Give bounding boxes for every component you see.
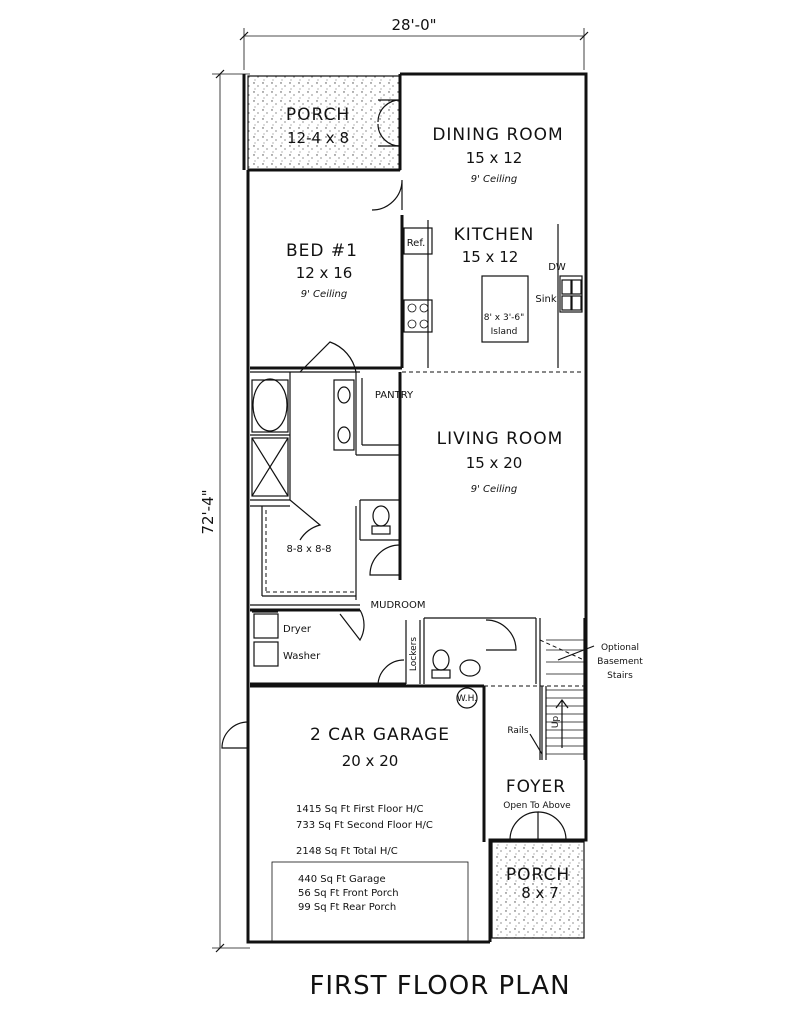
rear-porch-name: PORCH <box>286 105 350 125</box>
bed1-name: BED #1 <box>286 241 358 261</box>
dining-room-ceiling: 9' Ceiling <box>471 174 517 185</box>
vanity <box>333 379 355 451</box>
rails-leader <box>529 733 543 755</box>
garage-door-outline <box>271 861 469 943</box>
area-front-porch: 56 Sq Ft Front Porch <box>298 888 399 899</box>
pantry-label: PANTRY <box>375 390 414 401</box>
front-porch-size: 8 x 7 <box>521 884 559 902</box>
rear-porch-size: 12-4 x 8 <box>287 129 349 147</box>
width-dimension-line <box>239 28 589 70</box>
kitchen-size: 15 x 12 <box>462 248 519 266</box>
depth-dimension-line <box>212 69 250 953</box>
island-label: Island <box>491 327 518 337</box>
dryer-label: Dryer <box>283 624 312 635</box>
bed1-ceiling: 9' Ceiling <box>301 289 347 300</box>
stairs-up-label: Up <box>551 716 561 729</box>
basement-note-line2: Basement <box>597 657 643 667</box>
front-porch-area <box>491 841 585 939</box>
living-room-name: LIVING ROOM <box>437 429 564 449</box>
foyer-name: FOYER <box>506 777 566 797</box>
kitchen-fixtures <box>403 220 583 368</box>
bed1-size: 12 x 16 <box>296 264 353 282</box>
living-room-ceiling: 9' Ceiling <box>471 484 517 495</box>
garage-size: 20 x 20 <box>342 752 399 770</box>
foyer-note: Open To Above <box>503 801 571 811</box>
bath-fixtures <box>251 378 355 497</box>
closet-size: 8-8 x 8-8 <box>287 544 332 555</box>
basement-note-line1: Optional <box>601 643 639 653</box>
garage-name: 2 CAR GARAGE <box>310 725 450 745</box>
toilet-1 <box>371 505 391 535</box>
water-heater <box>456 687 478 709</box>
basement-note-leader <box>557 645 595 661</box>
plan-title: FIRST FLOOR PLAN <box>309 971 570 1001</box>
water-heater-label: W.H. <box>457 694 477 704</box>
bathtub <box>252 378 288 432</box>
toilet-2 <box>431 649 451 679</box>
powder-sink <box>459 659 481 677</box>
lockers-label: Lockers <box>409 637 419 671</box>
rails-label: Rails <box>507 726 529 736</box>
area-rear-porch: 99 Sq Ft Rear Porch <box>298 902 396 913</box>
shower <box>251 437 289 497</box>
front-porch-name: PORCH <box>506 865 570 885</box>
area-total: 2148 Sq Ft Total H/C <box>296 846 398 857</box>
area-garage: 440 Sq Ft Garage <box>298 874 386 885</box>
width-dimension: 28'-0" <box>391 16 436 34</box>
area-second-floor: 733 Sq Ft Second Floor H/C <box>296 820 433 831</box>
stairs <box>541 639 584 760</box>
basement-note-line3: Stairs <box>607 671 633 681</box>
living-room-size: 15 x 20 <box>466 454 523 472</box>
dining-room-size: 15 x 12 <box>466 149 523 167</box>
interior-walls <box>250 215 585 842</box>
island-size-label: 8' x 3'-6" <box>484 313 525 323</box>
area-first-floor: 1415 Sq Ft First Floor H/C <box>296 804 424 815</box>
island-counter <box>481 275 529 343</box>
dining-room-name: DINING ROOM <box>432 125 563 145</box>
kitchen-name: KITCHEN <box>454 225 535 245</box>
mudroom-label: MUDROOM <box>371 600 426 611</box>
dw-label: DW <box>548 262 566 273</box>
ref-label: Ref. <box>407 238 426 249</box>
doors <box>221 99 567 841</box>
washer-label: Washer <box>283 651 321 662</box>
sink-label: Sink <box>535 294 556 305</box>
depth-dimension: 72'-4" <box>199 489 217 534</box>
